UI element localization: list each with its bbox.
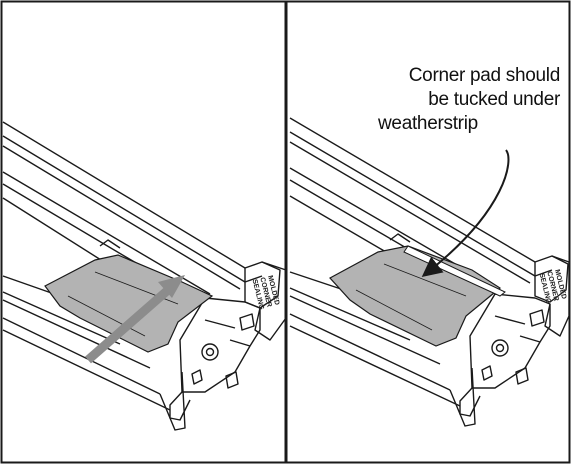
callout-line-2: be tucked under — [428, 89, 560, 110]
left-corner-pad — [44, 254, 214, 353]
right-pad-ridge-1 — [355, 289, 433, 331]
callout-line-3: weatherstrip — [378, 113, 478, 134]
insert-direction-arrow — [85, 275, 185, 364]
right-corner-pad — [329, 245, 502, 347]
callout-line-1: Corner pad should — [408, 65, 561, 86]
callout-leader-arrow — [421, 149, 510, 277]
left-pad-ridge-1 — [67, 295, 146, 337]
left-panel — [2, 121, 287, 431]
right-pad-ridge-2 — [383, 263, 467, 297]
right-panel — [289, 117, 570, 427]
right-logo: MOLDED CORNER SEALING — [538, 269, 568, 305]
callout-text: Corner pad should be tucked under weathe… — [360, 64, 560, 136]
